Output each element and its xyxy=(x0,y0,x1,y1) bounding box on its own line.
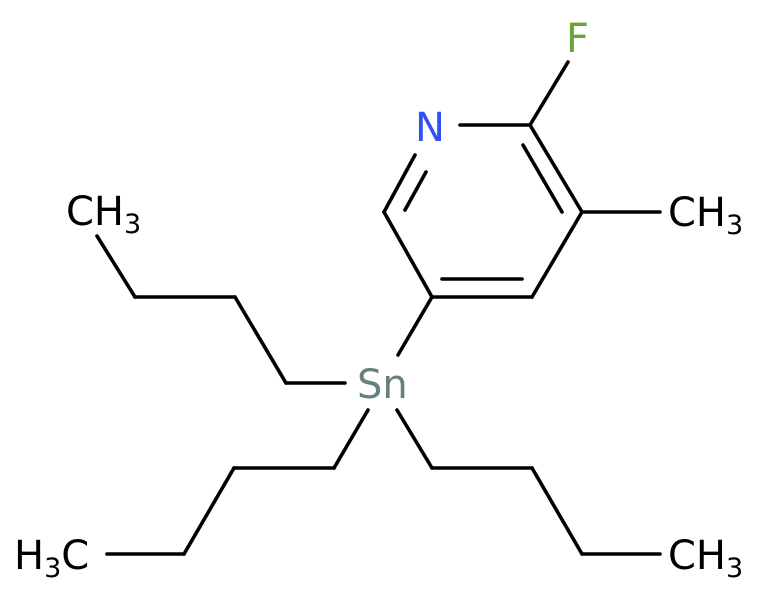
methyl-ring-label: CH3 xyxy=(668,190,743,241)
bond-c6-n xyxy=(382,153,417,214)
bond-sn-chain2-a xyxy=(332,408,370,470)
methyl-top-left-label: CH3 xyxy=(66,189,141,240)
methyl-bottom-left-tail: C xyxy=(61,533,89,579)
methyl-ring-sub: 3 xyxy=(726,210,743,241)
methyl-bottom-left-main: H xyxy=(14,533,44,579)
methyl-bottom-right-label: CH3 xyxy=(668,533,743,584)
methyl-bottom-left-sub: 3 xyxy=(44,553,61,584)
methyl-ring-main: CH xyxy=(668,190,726,236)
methyl-bottom-right-main: CH xyxy=(668,533,726,579)
tin-label: Sn xyxy=(357,362,408,408)
bond-c2-c3 xyxy=(528,123,584,214)
bond-chain3-c xyxy=(530,466,584,556)
methyl-bottom-left-label: H3C xyxy=(14,533,89,584)
bond-chain1-b xyxy=(233,295,288,385)
bond-chain1-d xyxy=(95,234,137,299)
bond-c5-c6 xyxy=(382,210,434,299)
bond-chain2-c xyxy=(182,466,236,556)
methyl-top-left-main: CH xyxy=(66,189,124,235)
bond-c3-c4 xyxy=(530,210,584,299)
methyl-top-left-sub: 3 xyxy=(124,209,141,240)
bond-c5-sn xyxy=(396,295,434,357)
nitrogen-label: N xyxy=(415,105,445,151)
fluorine-label: F xyxy=(566,16,589,62)
bond-c2-c3-inner xyxy=(521,143,564,214)
bonds xyxy=(95,60,662,556)
methyl-bottom-right-sub: 3 xyxy=(726,553,743,584)
bond-c6-n-inner xyxy=(403,170,428,212)
atom-labels: F N Sn CH3 CH3 H3C CH3 xyxy=(14,16,743,584)
bond-c2-f xyxy=(528,60,570,127)
bond-sn-chain3-a xyxy=(395,408,434,470)
